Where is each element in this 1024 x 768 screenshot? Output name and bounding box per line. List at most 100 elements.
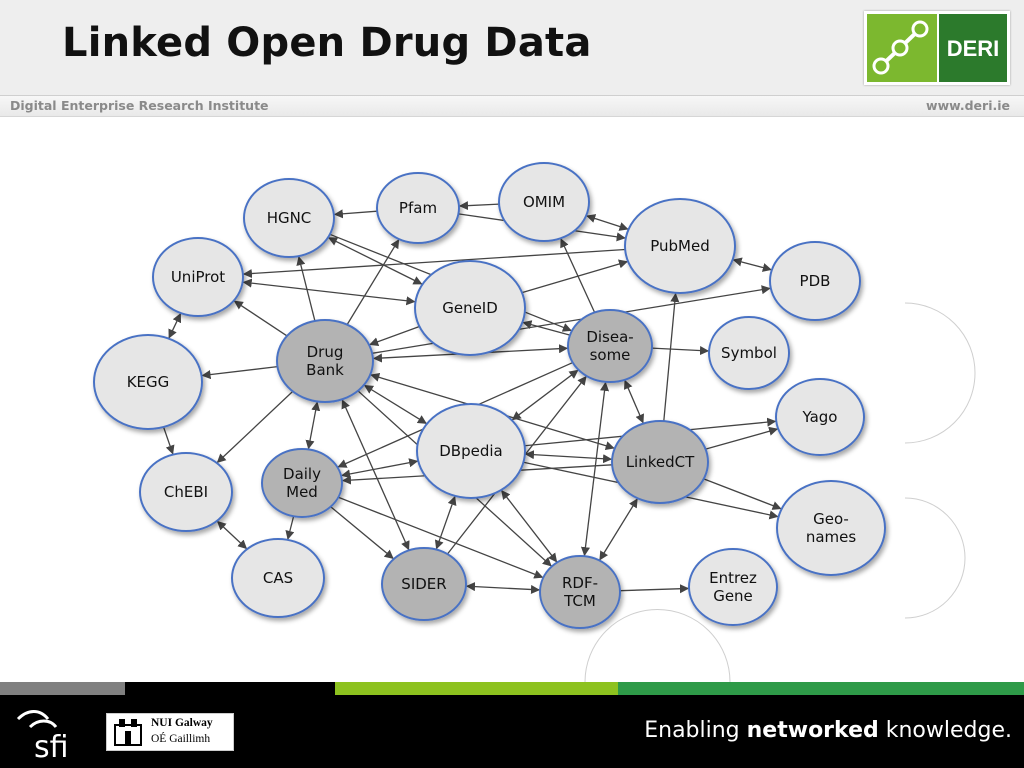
node-pdb-shape <box>769 241 861 321</box>
node-cas-shape <box>231 538 325 618</box>
node-pdb-label-line-1: PDB <box>800 272 831 290</box>
edge-chebi-cas <box>216 520 248 550</box>
node-pfam-label-line-1: Pfam <box>399 199 437 217</box>
edge-drugbank-sider <box>341 399 410 551</box>
node-hgnc-shape <box>243 178 335 258</box>
node-chebi[interactable]: ChEBI <box>139 452 233 532</box>
edge-diseasome-geneid <box>522 320 571 336</box>
node-symbol[interactable]: Symbol <box>708 316 790 390</box>
edge-hgnc-geneid <box>327 236 423 285</box>
institute-name: Digital Enterprise Research Institute <box>10 98 269 113</box>
deri-logo: DERI <box>864 11 1010 85</box>
node-dailymed-label-line-2: Med <box>286 483 318 501</box>
edge-drugbank-chebi <box>216 390 294 464</box>
node-rdftcm-shape <box>539 555 621 629</box>
website-link[interactable]: www.deri.ie <box>926 98 1010 113</box>
node-pubmed-shape <box>624 198 736 294</box>
node-dailymed-shape <box>261 448 343 518</box>
edge-sider-rdftcm <box>465 582 541 595</box>
node-entrezgene-shape <box>688 548 778 626</box>
sfi-logo: sfi <box>16 710 69 763</box>
node-diseasome[interactable]: Disea-some <box>567 309 653 383</box>
node-sider-label-line-1: SIDER <box>401 575 446 593</box>
slide-title: Linked Open Drug Data <box>62 20 592 66</box>
edge-geneid-drugbank <box>368 325 420 347</box>
edge-omim-pfam <box>458 201 500 211</box>
tagline: Enabling networked knowledge. <box>644 718 1012 743</box>
nui-irish-name: OÉ Gaillimh <box>151 733 211 745</box>
edge-drugbank-pfam <box>346 238 400 325</box>
edge-pubmed-uniprot <box>242 248 626 279</box>
sfi-text: sfi <box>34 730 69 763</box>
edge-dbpedia-rdftcm <box>500 489 558 563</box>
tagline-post: knowledge. <box>878 718 1012 743</box>
edge-dailymed-rdftcm <box>338 496 544 579</box>
node-entrezgene-label-line-2: Gene <box>713 587 753 605</box>
node-sider[interactable]: SIDER <box>381 547 467 621</box>
node-linkedct[interactable]: LinkedCT <box>611 420 709 504</box>
node-geonames-label-line-2: names <box>806 528 857 546</box>
subtitle-bar: Digital Enterprise Research Institute ww… <box>0 95 1024 117</box>
node-diseasome-label-line-1: Disea- <box>586 328 633 346</box>
node-yago-shape <box>775 378 865 456</box>
decor-arc-2 <box>904 497 966 619</box>
edge-rdftcm-entrezgene <box>619 584 690 594</box>
node-chebi-label-line-1: ChEBI <box>164 483 208 501</box>
node-yago[interactable]: Yago <box>775 378 865 456</box>
sfi-swoosh-icon-2 <box>28 719 58 729</box>
tagline-pre: Enabling <box>644 718 747 743</box>
node-kegg[interactable]: KEGG <box>93 334 203 430</box>
node-uniprot-shape <box>152 237 244 317</box>
logo-text: DERI <box>947 36 1000 61</box>
nui-galway-logo: NUI Galway OÉ Gaillimh <box>106 713 234 751</box>
edge-linkedct-yago <box>705 426 779 450</box>
node-omim[interactable]: OMIM <box>498 162 590 242</box>
node-yago-label-line-1: Yago <box>802 408 838 426</box>
node-linkedct-shape <box>611 420 709 504</box>
node-pubmed[interactable]: PubMed <box>624 198 736 294</box>
node-geonames[interactable]: Geo-names <box>776 480 886 576</box>
node-rdftcm-label-line-1: RDF- <box>562 574 598 592</box>
sfi-swoosh-icon <box>16 710 50 721</box>
edge-linkedct-pubmed <box>663 292 680 422</box>
node-rdftcm[interactable]: RDF-TCM <box>539 555 621 629</box>
edge-drugbank-uniprot <box>233 300 288 337</box>
edge-pfam-hgnc <box>333 209 378 219</box>
edge-pubmed-pdb <box>732 257 773 272</box>
node-geneid[interactable]: GeneID <box>414 260 526 356</box>
edge-kegg-uniprot <box>168 312 182 339</box>
nui-crest-icon <box>114 719 142 746</box>
node-diseasome-label-line-2: some <box>590 346 631 364</box>
node-uniprot[interactable]: UniProt <box>152 237 244 317</box>
node-geonames-shape <box>776 480 886 576</box>
node-kegg-shape <box>93 334 203 430</box>
node-drugbank-label-line-2: Bank <box>306 361 344 379</box>
footer-stripe-black <box>125 682 335 695</box>
edge-diseasome-dbpedia <box>511 369 579 421</box>
decor-arc-3 <box>584 609 731 682</box>
node-kegg-label-line-1: KEGG <box>127 373 170 391</box>
node-pdb[interactable]: PDB <box>769 241 861 321</box>
footer-stripe-lime <box>335 682 618 695</box>
edge-diseasome-linkedct <box>623 379 645 424</box>
node-linkedct-label-line-1: LinkedCT <box>626 453 695 471</box>
edge-dailymed-sider <box>330 506 395 560</box>
node-pfam-shape <box>376 172 460 244</box>
node-pubmed-label-line-1: PubMed <box>650 237 710 255</box>
logo-dot-1 <box>872 57 890 75</box>
node-geonames-label-line-1: Geo- <box>813 510 849 528</box>
edge-diseasome-omim <box>560 237 596 313</box>
logo-dot-3 <box>911 20 929 38</box>
node-hgnc[interactable]: HGNC <box>243 178 335 258</box>
node-cas[interactable]: CAS <box>231 538 325 618</box>
footer-stripe-green <box>618 682 1024 695</box>
node-dbpedia[interactable]: DBpedia <box>416 403 526 499</box>
edge-rdftcm-linkedct <box>598 497 639 561</box>
node-pfam[interactable]: Pfam <box>376 172 460 244</box>
edge-linkedct-geonames <box>703 478 782 510</box>
